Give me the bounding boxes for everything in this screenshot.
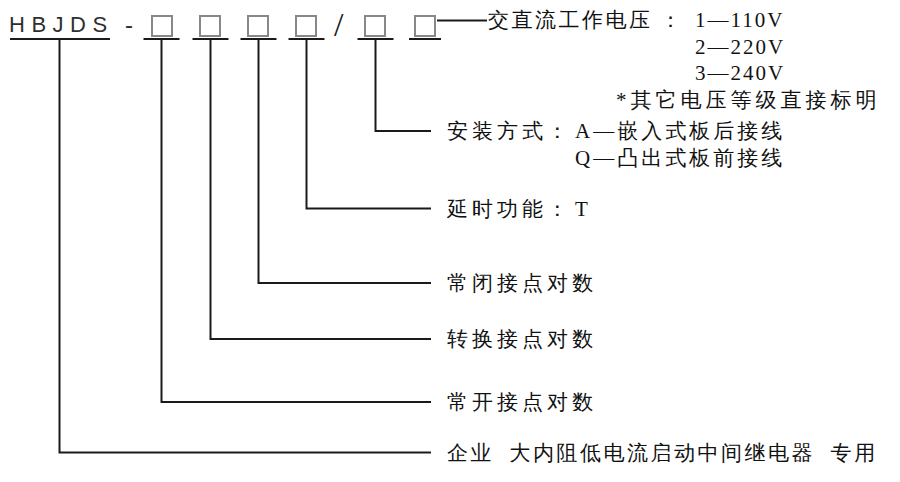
code-box-1 bbox=[151, 15, 173, 37]
code-box-4 bbox=[295, 15, 317, 37]
leader-no-contacts bbox=[162, 40, 432, 402]
code-box-3 bbox=[247, 15, 269, 37]
leader-mounting bbox=[376, 40, 432, 131]
model-slash: / bbox=[334, 6, 343, 44]
delay-label: 延时功能： bbox=[447, 196, 572, 222]
voltage-note: *其它电压等级直接标明 bbox=[616, 87, 881, 113]
voltage-option-1: 1—110V bbox=[695, 7, 784, 33]
voltage-label: 交直流工作电压 ： bbox=[488, 7, 684, 33]
leader-nc-contacts bbox=[259, 40, 432, 283]
model-prefix: HBJDS bbox=[9, 12, 114, 38]
code-box-6 bbox=[414, 15, 436, 37]
mounting-option-a: A—嵌入式板后接线 bbox=[575, 118, 785, 144]
changeover-contacts-label: 转换接点对数 bbox=[447, 326, 597, 352]
no-contacts-label: 常开接点对数 bbox=[447, 389, 597, 415]
leader-delay bbox=[307, 40, 432, 209]
nc-contacts-label: 常闭接点对数 bbox=[447, 270, 597, 296]
model-dash: - bbox=[125, 11, 133, 39]
voltage-option-2: 2—220V bbox=[695, 34, 785, 60]
mounting-label: 安装方式： bbox=[447, 118, 572, 144]
code-box-5 bbox=[364, 15, 386, 37]
voltage-option-3: 3—240V bbox=[695, 60, 785, 86]
delay-value: T bbox=[575, 196, 592, 222]
code-box-2 bbox=[199, 15, 221, 37]
mounting-option-q: Q—凸出式板前接线 bbox=[575, 145, 785, 171]
leader-changeover-contacts bbox=[211, 40, 432, 339]
enterprise-label: 企业 大内阻低电流启动中间继电器 专用 bbox=[447, 440, 878, 466]
